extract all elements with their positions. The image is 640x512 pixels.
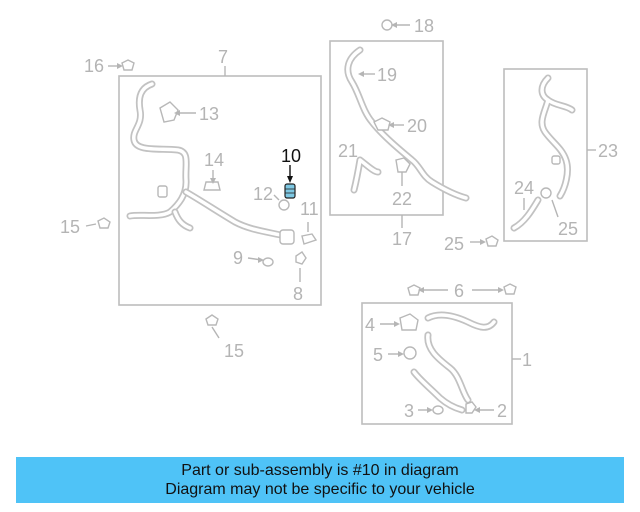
callout-3[interactable]: 3 [404, 401, 414, 421]
part-22[interactable] [395, 157, 411, 173]
callout-17[interactable]: 17 [392, 229, 412, 249]
part-18[interactable] [381, 19, 393, 31]
part-25-clip[interactable] [485, 235, 499, 247]
callout-8[interactable]: 8 [293, 284, 303, 304]
coolant-hose-19[interactable] [344, 46, 470, 202]
callout-10[interactable]: 10 [281, 146, 301, 166]
part-15-clip-bottom[interactable] [205, 314, 219, 326]
part-13-bracket[interactable] [159, 101, 179, 123]
coolant-hose-23[interactable] [510, 74, 576, 232]
part-4-housing[interactable] [399, 313, 419, 331]
group-box-17 [329, 40, 444, 216]
callout-22[interactable]: 22 [392, 189, 412, 209]
callout-24[interactable]: 24 [514, 178, 534, 198]
group-box-7 [118, 75, 322, 306]
banner-line-2: Diagram may not be specific to your vehi… [165, 481, 475, 498]
callout-6[interactable]: 6 [454, 281, 464, 301]
part-6-clip-left[interactable] [407, 284, 421, 296]
info-banner: Part or sub-assembly is #10 in diagram D… [16, 457, 624, 503]
callout-13[interactable]: 13 [199, 104, 219, 124]
callout-20[interactable]: 20 [407, 116, 427, 136]
callout-25-left[interactable]: 25 [444, 234, 464, 254]
banner-line-1: Part or sub-assembly is #10 in diagram [181, 462, 459, 479]
group-box-1 [361, 302, 513, 425]
callout-7[interactable]: 7 [218, 47, 228, 67]
hose-clamp-small[interactable] [551, 155, 561, 165]
part-16-clip[interactable] [121, 59, 135, 71]
part-2-clip[interactable] [465, 401, 477, 414]
part-3-washer[interactable] [432, 405, 444, 415]
coolant-hose-21[interactable] [350, 156, 382, 194]
part-25-clamp[interactable] [540, 187, 552, 199]
callout-18[interactable]: 18 [414, 16, 434, 36]
callout-15-left[interactable]: 15 [60, 217, 80, 237]
callout-19[interactable]: 19 [377, 65, 397, 85]
callout-15-bottom[interactable]: 15 [224, 341, 244, 361]
part-10-highlighted[interactable] [284, 183, 296, 199]
group-box-23 [503, 68, 588, 242]
part-5-seal[interactable] [403, 346, 417, 360]
callout-12[interactable]: 12 [253, 184, 273, 204]
callout-21[interactable]: 21 [338, 141, 358, 161]
callout-4[interactable]: 4 [365, 315, 375, 335]
callout-5[interactable]: 5 [373, 345, 383, 365]
callout-1[interactable]: 1 [522, 350, 532, 370]
part-8-clip[interactable] [295, 251, 307, 265]
part-15-clip-left[interactable] [97, 217, 111, 229]
callout-11[interactable]: 11 [300, 199, 319, 219]
coolant-hose-assembly-7[interactable] [126, 80, 289, 240]
part-6-clip-right[interactable] [503, 283, 517, 295]
part-9-washer[interactable] [262, 257, 274, 267]
callout-2[interactable]: 2 [497, 401, 507, 421]
callout-16[interactable]: 16 [84, 56, 104, 76]
part-11[interactable] [301, 233, 318, 245]
hose-clamp[interactable] [157, 185, 168, 198]
part-12-washer[interactable] [278, 199, 290, 211]
callout-23[interactable]: 23 [598, 141, 618, 161]
callout-14[interactable]: 14 [204, 150, 224, 170]
hose-connector[interactable] [279, 229, 295, 245]
part-20[interactable] [373, 117, 391, 131]
part-14[interactable] [203, 181, 221, 191]
callout-25-right[interactable]: 25 [558, 219, 578, 239]
coolant-hose-assembly-1[interactable] [410, 311, 498, 414]
callout-9[interactable]: 9 [233, 248, 243, 268]
parts-diagram: 7 13 14 12 10 11 9 8 [60, 16, 618, 425]
